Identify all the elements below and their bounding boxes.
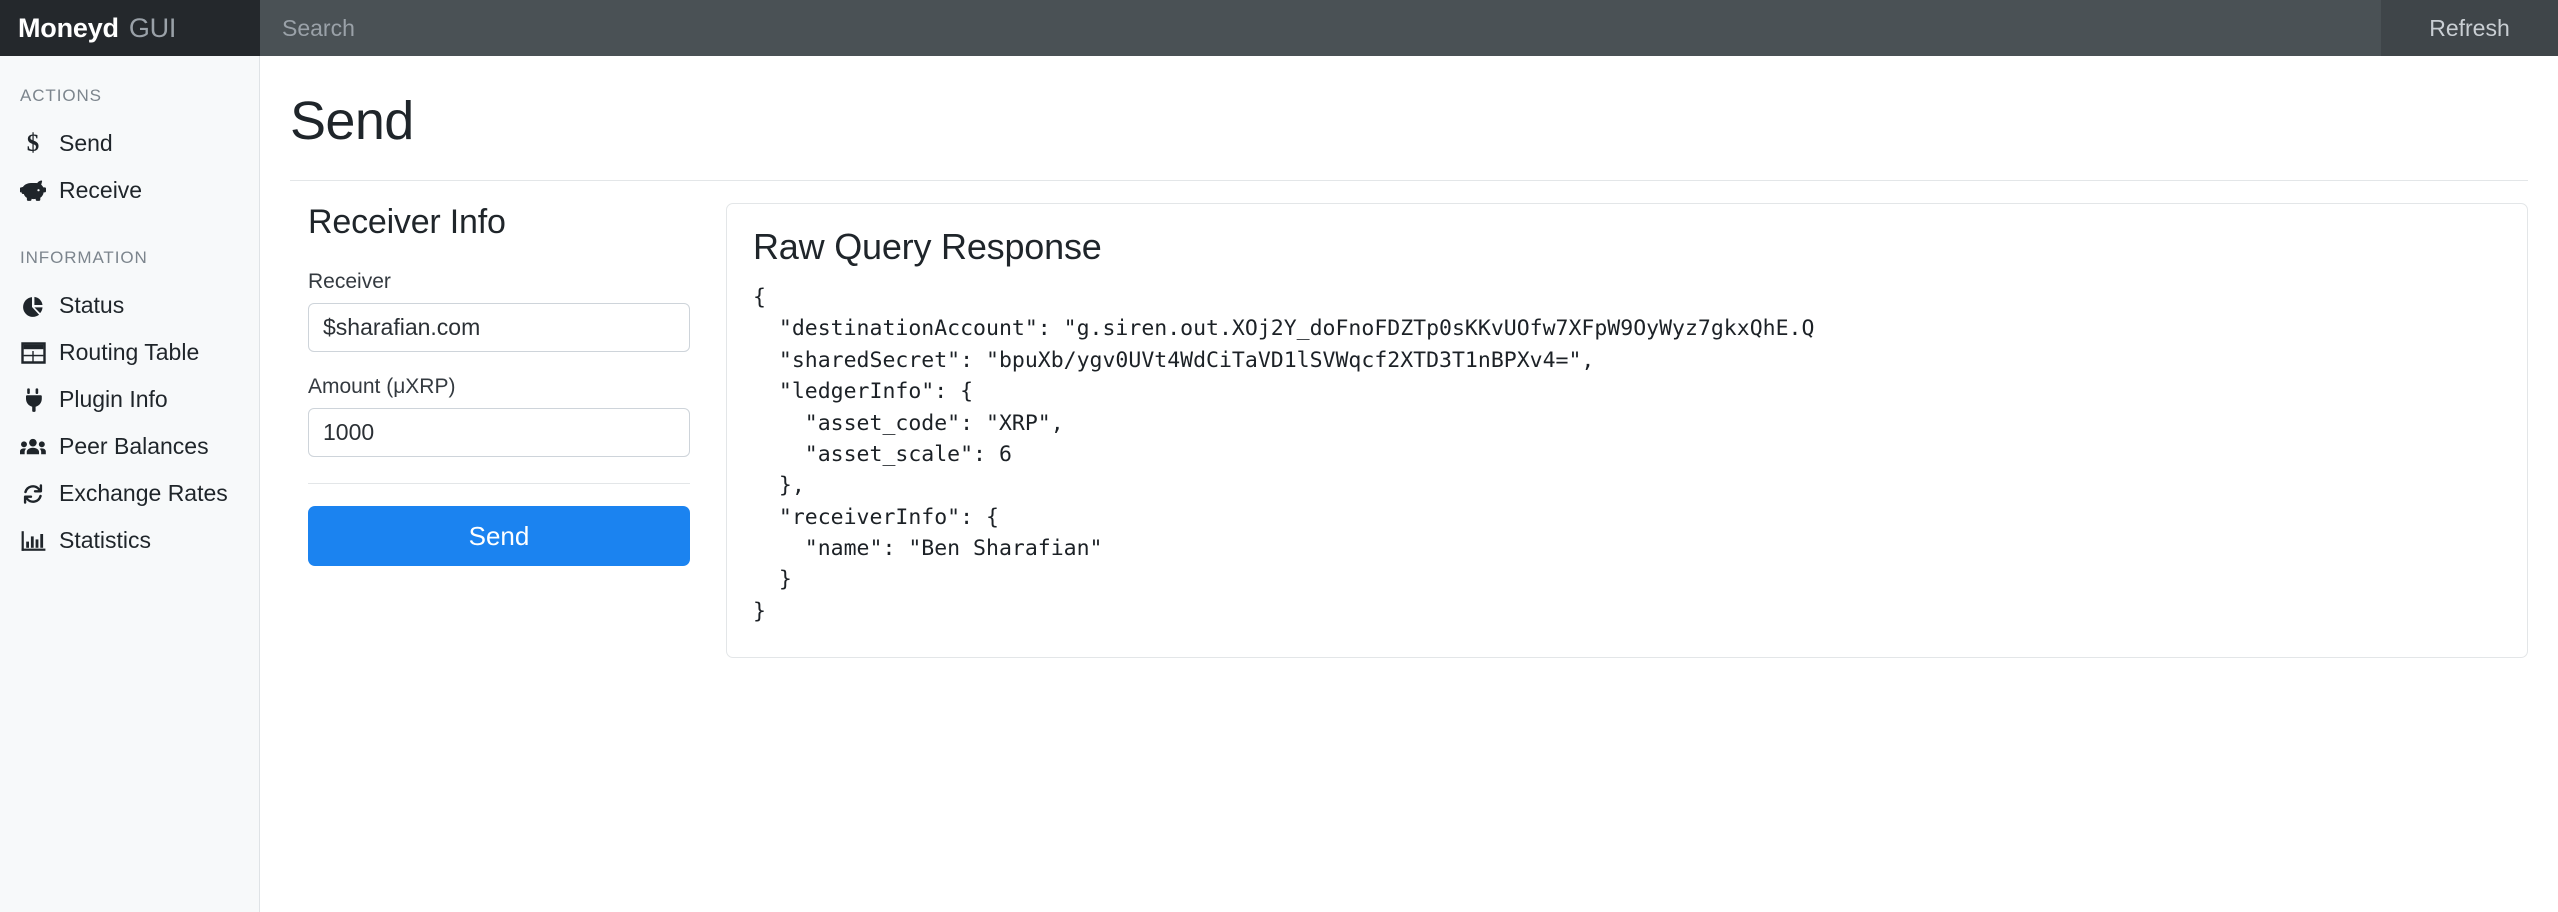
search-bar[interactable] [260, 0, 2380, 56]
main-content: Send Receiver Info Receiver Amount (μXRP… [260, 56, 2558, 912]
sidebar-item-routing-table[interactable]: Routing Table [0, 329, 259, 376]
amount-input[interactable] [308, 408, 690, 457]
piggy-bank-icon [20, 178, 46, 204]
sidebar-item-label: Routing Table [59, 339, 200, 365]
sidebar-item-peer-balances[interactable]: Peer Balances [0, 423, 259, 470]
sidebar-item-label: Peer Balances [59, 433, 209, 459]
sidebar-item-plugin-info[interactable]: Plugin Info [0, 376, 259, 423]
sidebar-item-label: Plugin Info [59, 386, 168, 412]
receiver-input[interactable] [308, 303, 690, 352]
sidebar-item-exchange-rates[interactable]: Exchange Rates [0, 470, 259, 517]
receiver-field-label: Receiver [308, 270, 391, 293]
sidebar-item-label: Exchange Rates [59, 480, 228, 506]
title-divider [290, 180, 2528, 181]
sidebar: ACTIONS $ Send Receive INFORMATION [0, 56, 260, 912]
search-input[interactable] [282, 14, 2380, 42]
refresh-button[interactable]: Refresh [2380, 0, 2558, 56]
sidebar-item-statistics[interactable]: Statistics [0, 517, 259, 564]
content-columns: Receiver Info Receiver Amount (μXRP) Sen… [290, 203, 2528, 659]
field-spacer [308, 352, 690, 375]
brand-logo[interactable]: Moneyd GUI [0, 0, 260, 56]
brand-suffix: GUI [128, 12, 177, 43]
page-title: Send [290, 91, 414, 151]
send-button[interactable]: Send [308, 506, 690, 566]
brand-name: Moneyd [18, 12, 119, 43]
sidebar-item-label: Status [59, 292, 125, 318]
body-row: ACTIONS $ Send Receive INFORMATION [0, 56, 2558, 912]
dollar-icon: $ [26, 129, 40, 157]
sidebar-heading-information: INFORMATION [20, 248, 148, 267]
amount-field-label: Amount (μXRP) [308, 375, 456, 398]
top-bar: Moneyd GUI Refresh [0, 0, 2558, 56]
pie-chart-icon [20, 293, 46, 319]
raw-query-response-body: { "destinationAccount": "g.siren.out.XOj… [753, 285, 1815, 624]
bar-chart-icon [20, 528, 46, 554]
sidebar-item-label: Send [59, 130, 113, 156]
raw-query-response-card: Raw Query Response { "destinationAccount… [726, 203, 2528, 659]
users-icon [20, 434, 46, 460]
sidebar-item-send[interactable]: $ Send [0, 120, 259, 167]
sidebar-item-label: Statistics [59, 527, 152, 553]
card-title-raw-query-response: Raw Query Response [753, 226, 1102, 267]
form-divider [308, 483, 690, 484]
section-title-receiver-info: Receiver Info [308, 203, 506, 241]
receiver-info-form: Receiver Info Receiver Amount (μXRP) Sen… [290, 203, 690, 566]
plug-icon [20, 387, 46, 413]
sync-icon [20, 481, 46, 507]
sidebar-item-status[interactable]: Status [0, 282, 259, 329]
table-icon [20, 340, 46, 366]
raw-query-response-panel: Raw Query Response { "destinationAccount… [726, 203, 2528, 659]
sidebar-heading-actions: ACTIONS [20, 86, 102, 105]
sidebar-item-receive[interactable]: Receive [0, 167, 259, 214]
sidebar-item-label: Receive [59, 177, 143, 203]
